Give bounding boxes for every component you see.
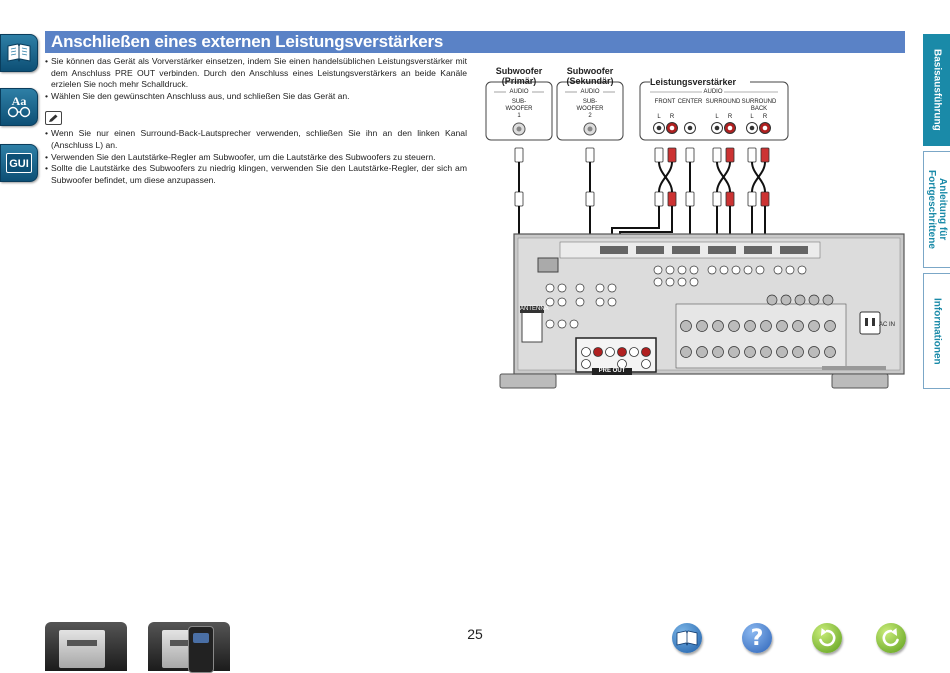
tab-basisausfuehrung[interactable]: Basisausführung bbox=[923, 34, 950, 146]
list-item: Verwenden Sie den Lautstärke-Regler am S… bbox=[45, 152, 467, 164]
front-panel-thumbnail[interactable] bbox=[45, 622, 127, 671]
subwoofer-secondary-title: Subwoofer (Sekundär) bbox=[566, 66, 614, 86]
lr-label: L bbox=[750, 114, 754, 120]
book-icon bbox=[7, 43, 31, 63]
sub2-jack-label: SUB- WOOFER 2 bbox=[576, 99, 604, 119]
open-book-icon bbox=[676, 630, 698, 646]
diagram-graphics bbox=[485, 81, 905, 389]
lr-label: R bbox=[669, 114, 675, 120]
antenna-label: ANTENNA bbox=[520, 306, 549, 313]
amp-channel-front: FRONT bbox=[654, 99, 676, 105]
av-receiver bbox=[499, 233, 905, 389]
note-pencil-icon bbox=[45, 111, 62, 126]
lr-label: L bbox=[715, 114, 719, 120]
list-item: Wählen Sie den gewünschten Anschluss aus… bbox=[45, 91, 467, 103]
amp-channel-surround-back: SURROUND BACK bbox=[741, 99, 777, 112]
amp-jacks bbox=[653, 122, 771, 134]
pre-out-label: PRE OUT bbox=[592, 368, 632, 375]
forward-button[interactable] bbox=[876, 623, 906, 653]
tab-label: Basisausführung bbox=[931, 49, 943, 131]
question-icon: ? bbox=[750, 625, 764, 651]
content-text: Sie können das Gerät als Vorverstärker e… bbox=[45, 56, 467, 186]
sub1-audio-label: AUDIO bbox=[509, 89, 529, 95]
list-item: Wenn Sie nur einen Surround-Back-Lautspr… bbox=[45, 128, 467, 151]
gui-button[interactable]: GUI bbox=[0, 144, 38, 182]
page-title: Anschließen eines externen Leistungsvers… bbox=[51, 32, 444, 51]
sub2-audio-label: AUDIO bbox=[580, 89, 600, 95]
ac-in-label: AC IN bbox=[878, 322, 895, 328]
tab-label: Anleitung für Fortgeschrittene bbox=[926, 170, 948, 249]
redo-arrow-icon bbox=[882, 628, 899, 647]
page-number: 25 bbox=[467, 626, 483, 642]
lr-label: R bbox=[762, 114, 768, 120]
aa-index-icon: Aa bbox=[11, 94, 27, 108]
lr-label: R bbox=[727, 114, 733, 120]
title-bar: Anschließen eines externen Leistungsvers… bbox=[45, 31, 905, 53]
sub1-jack-label: SUB- WOOFER 1 bbox=[505, 99, 533, 119]
list-item: Sie können das Gerät als Vorverstärker e… bbox=[45, 56, 467, 91]
contents-button[interactable] bbox=[672, 623, 702, 653]
remote-control-thumbnail[interactable] bbox=[148, 622, 230, 673]
gui-icon: GUI bbox=[6, 153, 32, 173]
subwoofer-2-jack bbox=[583, 122, 597, 136]
lr-label: L bbox=[657, 114, 661, 120]
manual-book-icon[interactable] bbox=[0, 34, 38, 72]
index-button[interactable]: Aa bbox=[0, 88, 38, 126]
subwoofer-primary-title: Subwoofer (Primär) bbox=[495, 66, 543, 86]
amp-audio-label: AUDIO bbox=[703, 89, 723, 95]
receiver-front-icon bbox=[59, 630, 105, 668]
power-amp-title: Leistungsverstärker bbox=[650, 77, 750, 87]
remote-icon bbox=[188, 626, 214, 673]
amp-channel-surround: SURROUND bbox=[705, 99, 741, 105]
list-item: Sollte die Lautstärke des Subwoofers zu … bbox=[45, 163, 467, 186]
main-bullet-list: Sie können das Gerät als Vorverstärker e… bbox=[45, 56, 467, 102]
connection-diagram: Subwoofer (Primär) Subwoofer (Sekundär) … bbox=[480, 62, 905, 392]
cable-plugs bbox=[514, 147, 770, 207]
back-button[interactable] bbox=[812, 623, 842, 653]
glasses-icon bbox=[7, 106, 31, 118]
amp-channel-center: CENTER bbox=[677, 99, 703, 105]
note-bullet-list: Wenn Sie nur einen Surround-Back-Lautspr… bbox=[45, 128, 467, 186]
help-button[interactable]: ? bbox=[742, 623, 772, 653]
subwoofer-1-jack bbox=[512, 122, 526, 136]
undo-arrow-icon bbox=[819, 628, 836, 647]
tab-anleitung-fortgeschrittene[interactable]: Anleitung für Fortgeschrittene bbox=[923, 151, 950, 268]
tab-informationen[interactable]: Informationen bbox=[923, 273, 950, 389]
tab-label: Informationen bbox=[931, 297, 943, 365]
